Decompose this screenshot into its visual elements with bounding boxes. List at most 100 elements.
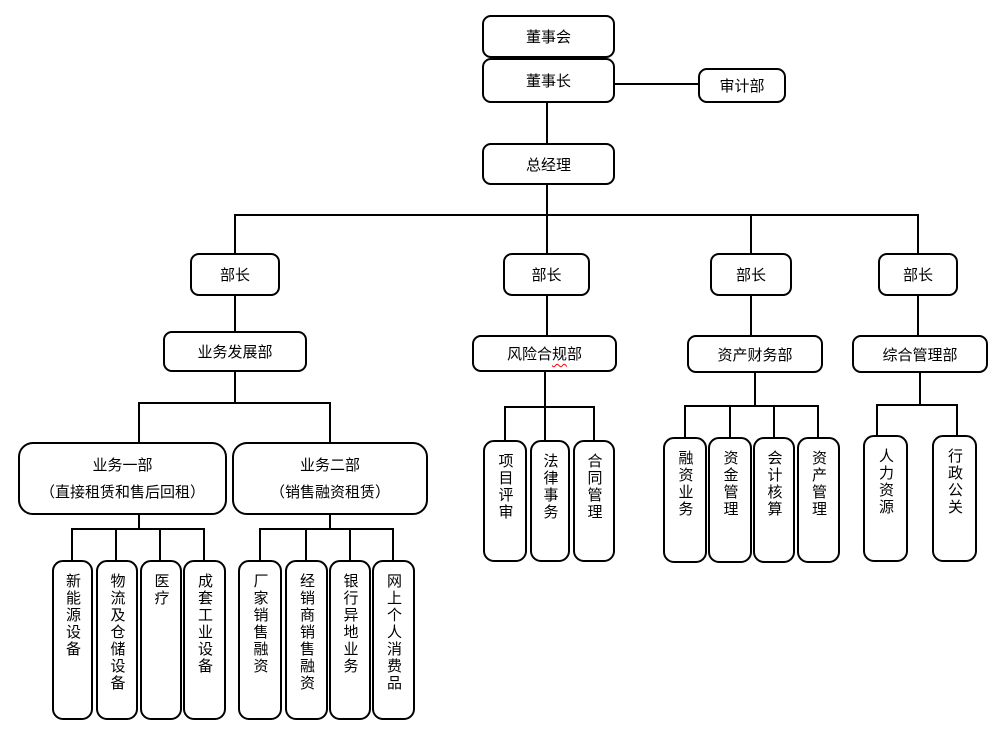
label-part: 风险合 xyxy=(506,345,552,363)
node-label: 行政公关 xyxy=(946,448,964,516)
connector-minister2-dept xyxy=(546,295,548,335)
node-label: 人力资源 xyxy=(877,448,895,516)
node-label: 部长 xyxy=(735,266,766,284)
node-business-development-dept: 业务发展部 xyxy=(163,331,307,372)
node-label: 会计核算 xyxy=(765,450,784,518)
node-label: 部长 xyxy=(902,266,933,284)
node-complete-industrial-equipment: 成套工业设备 xyxy=(183,560,226,720)
node-label: 资产财务部 xyxy=(717,345,793,364)
node-label: 部长 xyxy=(219,266,250,284)
node-label: 资产管理 xyxy=(810,450,828,518)
node-human-resources: 人力资源 xyxy=(863,435,908,562)
node-board-of-directors: 董事会 xyxy=(482,15,615,58)
connector-branch2-stem xyxy=(546,215,548,253)
connector-branch3-stem xyxy=(750,215,752,253)
connector-drop-unit2 xyxy=(329,402,331,442)
node-online-personal-consumer-goods: 网上个人消费品 xyxy=(372,560,415,720)
node-financing-business: 融资业务 xyxy=(663,437,707,563)
connector-unit2-stem xyxy=(329,515,331,529)
connector-admin-c1-drop xyxy=(876,405,878,435)
connector-gm-trunk xyxy=(546,185,548,215)
connector-drop-unit1 xyxy=(138,402,140,442)
node-title: 业务二部 xyxy=(299,455,360,474)
connector-branch1-stem xyxy=(234,215,236,253)
node-label: 风险合规部 xyxy=(507,343,582,364)
connector-u1c2-drop xyxy=(115,529,117,560)
connector-unit1-stem xyxy=(138,515,140,529)
connector-main-horizontal xyxy=(234,214,919,216)
node-label: 资金管理 xyxy=(721,450,740,518)
node-general-management-dept: 综合管理部 xyxy=(852,335,988,373)
node-risk-compliance-dept: 风险合规部 xyxy=(472,335,617,372)
node-minister-4: 部长 xyxy=(878,253,958,296)
connector-unit2-horizontal xyxy=(259,528,394,530)
node-asset-finance-dept: 资产财务部 xyxy=(687,335,823,373)
node-label: 网上个人消费品 xyxy=(385,573,403,692)
connector-chairman-audit xyxy=(615,83,698,85)
connector-bizdev-horizontal xyxy=(138,402,331,404)
node-administration-pr: 行政公关 xyxy=(932,435,977,562)
node-contract-management: 合同管理 xyxy=(573,440,615,562)
connector-asset-c3-drop xyxy=(773,406,775,437)
node-asset-management: 资产管理 xyxy=(797,437,840,563)
node-label: 业务发展部 xyxy=(197,343,273,361)
connector-asset-stem xyxy=(754,373,756,406)
connector-asset-c2-drop xyxy=(729,406,731,437)
node-label: 董事长 xyxy=(525,72,571,90)
node-label: 总经理 xyxy=(525,155,571,174)
connector-u1c1-drop xyxy=(71,529,73,560)
connector-risk-horizontal xyxy=(504,406,595,408)
node-minister-3: 部长 xyxy=(710,253,792,296)
label-part: 部 xyxy=(567,345,583,363)
connector-branch4-stem xyxy=(917,215,919,253)
node-label: 综合管理部 xyxy=(882,345,958,364)
connector-minister1-dept xyxy=(234,295,236,331)
connector-unit1-horizontal xyxy=(71,528,205,530)
node-label: 合同管理 xyxy=(585,453,604,521)
connector-risk-c2-drop xyxy=(544,407,546,440)
node-chairman: 董事长 xyxy=(482,58,615,103)
node-business-unit-1: 业务一部 （直接租赁和售后回租） xyxy=(18,442,227,515)
node-audit-dept: 审计部 xyxy=(698,68,786,103)
connector-asset-c4-drop xyxy=(817,406,819,437)
node-label: 项目评审 xyxy=(496,453,515,521)
node-label: 融资业务 xyxy=(676,450,695,518)
node-label: 医疗 xyxy=(152,573,171,607)
node-title: 业务一部 xyxy=(92,455,153,474)
node-label: 物流及仓储设备 xyxy=(108,573,127,692)
node-subtitle: （直接租赁和售后回租） xyxy=(39,482,205,501)
node-bank-remote-business: 银行异地业务 xyxy=(329,560,371,720)
node-label: 审计部 xyxy=(719,77,765,95)
connector-minister4-dept xyxy=(917,295,919,335)
connector-admin-c2-drop xyxy=(956,405,958,435)
node-business-unit-2: 业务二部 （销售融资租赁） xyxy=(232,442,428,515)
node-label: 部长 xyxy=(531,266,562,284)
node-project-review: 项目评审 xyxy=(483,440,527,562)
connector-asset-horizontal xyxy=(684,405,819,407)
node-label: 董事会 xyxy=(525,28,571,46)
connector-asset-c1-drop xyxy=(684,406,686,437)
node-label: 厂家销售融资 xyxy=(251,573,270,675)
node-label: 成套工业设备 xyxy=(196,573,214,675)
node-label: 经销商销售融资 xyxy=(298,573,316,692)
connector-u2c3-drop xyxy=(349,529,351,560)
connector-bizdev-split xyxy=(234,370,236,403)
node-minister-1: 部长 xyxy=(190,253,280,296)
connector-minister3-dept xyxy=(750,295,752,335)
node-fund-management: 资金管理 xyxy=(708,437,752,563)
connector-admin-horizontal xyxy=(876,404,958,406)
node-legal-affairs: 法律事务 xyxy=(530,440,570,562)
connector-chairman-gm xyxy=(546,103,548,143)
node-accounting: 会计核算 xyxy=(753,437,795,563)
node-medical: 医疗 xyxy=(140,560,182,720)
connector-risk-c3-drop xyxy=(593,407,595,440)
node-dealer-sales-financing: 经销商销售融资 xyxy=(285,560,328,720)
node-new-energy-equipment: 新能源设备 xyxy=(52,560,93,720)
connector-u2c2-drop xyxy=(305,529,307,560)
connector-u1c4-drop xyxy=(203,529,205,560)
connector-u2c4-drop xyxy=(392,529,394,560)
node-label: 法律事务 xyxy=(541,453,560,521)
spellcheck-underline: 规 xyxy=(551,345,567,363)
connector-u1c3-drop xyxy=(159,529,161,560)
